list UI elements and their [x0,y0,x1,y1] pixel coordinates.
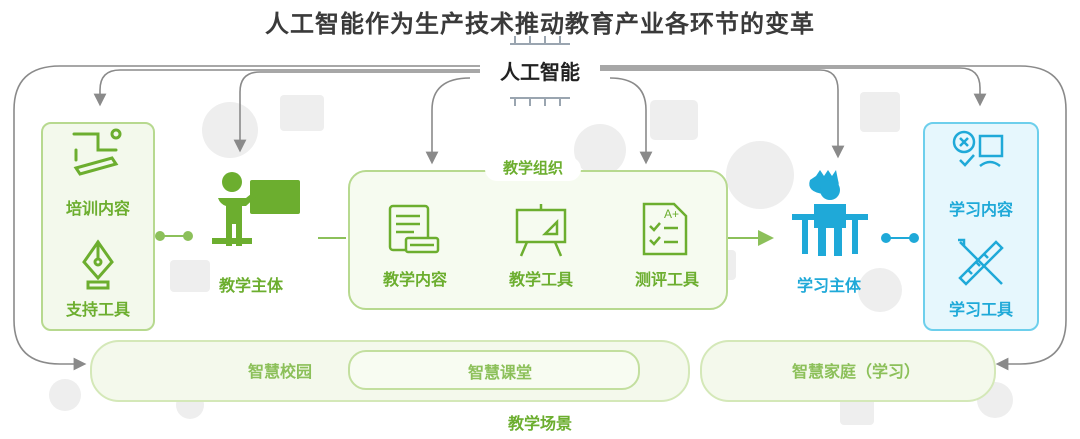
learning-icon [952,130,1004,168]
teaching-organization-tag: 教学组织 [485,157,581,181]
learning-tools-label: 学习工具 [948,302,1013,319]
svg-text:A+: A+ [664,207,679,221]
page-title: 人工智能作为生产技术推动教育产业各环节的变革 [265,11,815,38]
support-tools-label: 支持工具 [65,302,130,319]
teaching-support-box [41,122,155,331]
smart-home-label: 智慧家庭（学习） [791,364,920,381]
chip-icon [510,36,570,106]
document-icon [388,204,440,254]
training-content-label: 培训内容 [65,201,130,218]
ai-label: 人工智能 [500,62,580,84]
student-label: 学习主体 [796,278,861,295]
teacher-icon [212,172,300,246]
student-icon [792,170,868,256]
smart-campus-label: 智慧校园 [247,364,312,381]
assessment-tools-label: 测评工具 [634,272,699,289]
smart-home-pill [700,340,996,402]
smart-classroom-label: 智慧课堂 [467,365,532,382]
pen-nib-icon [82,239,114,290]
easel-icon [515,204,567,257]
teacher-label: 教学主体 [218,278,283,295]
teaching-tools-label: 教学工具 [508,272,573,289]
checklist-icon: A+ [642,202,688,256]
ruler-pencil-icon [958,238,1004,286]
learning-content-label: 学习内容 [948,202,1013,219]
teaching-scenes-label: 教学场景 [507,416,572,433]
drafting-icon [72,128,122,176]
teaching-content-label: 教学内容 [382,272,447,289]
smart-classroom-pill [348,350,640,390]
